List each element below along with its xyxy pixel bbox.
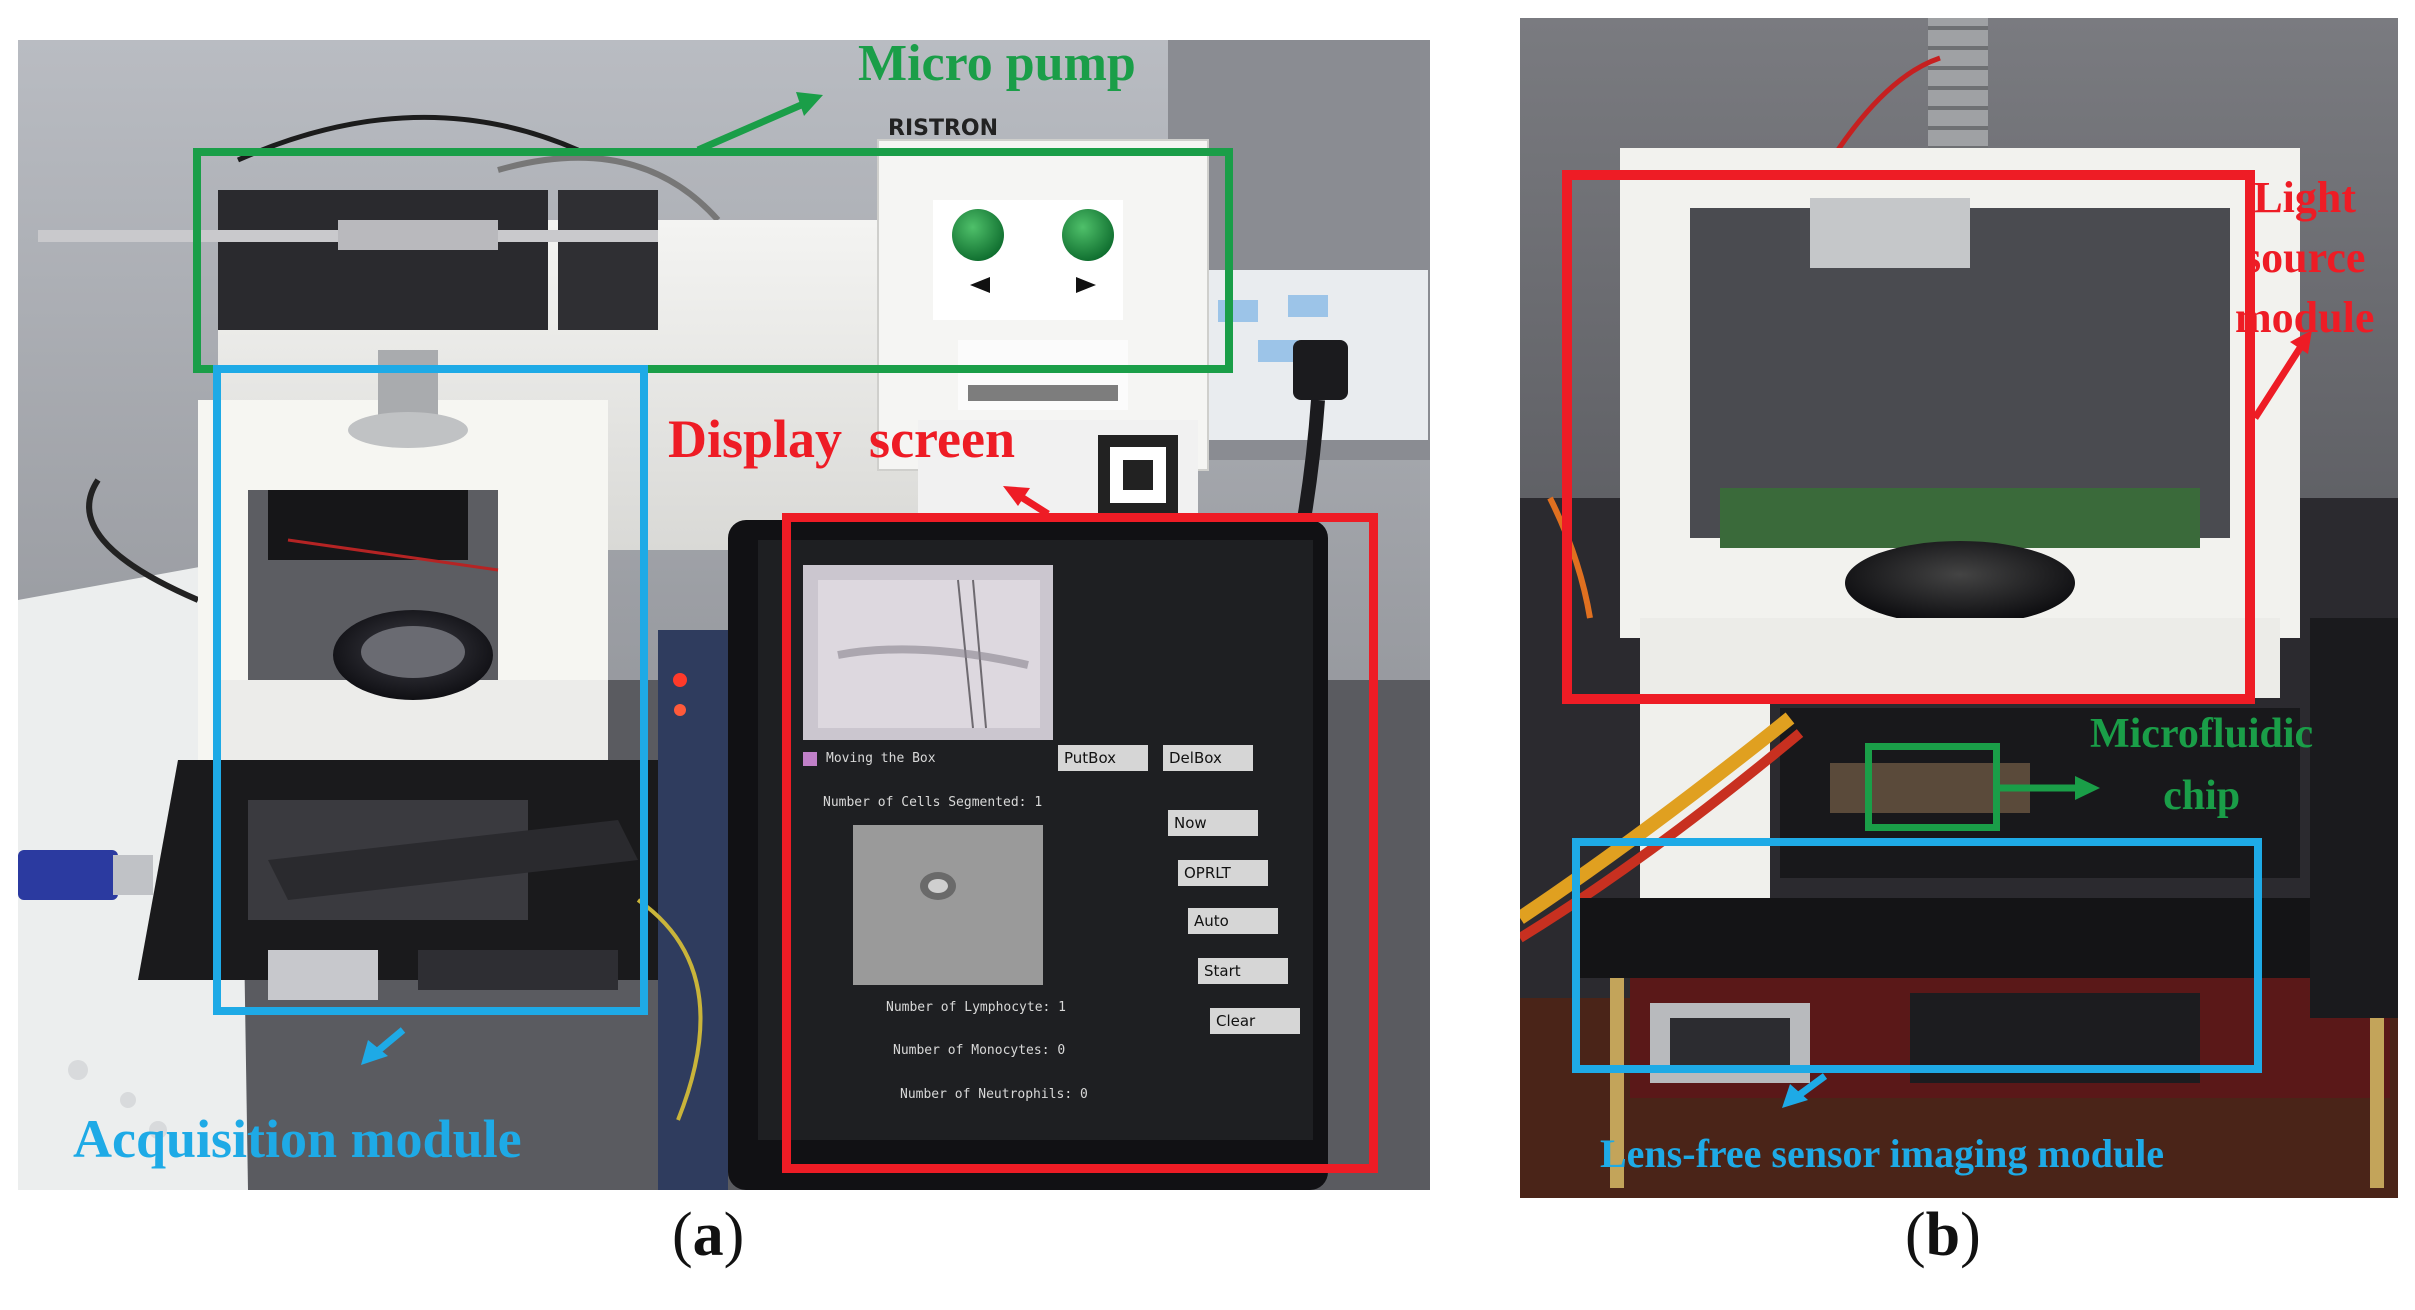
photo-panel-b: Light source module Microfluidic chip Le…	[1520, 18, 2398, 1198]
photo-panel-a: Moving the Box PutBox DelBox Number of C…	[18, 40, 1430, 1190]
delbox-button: DelBox	[1163, 745, 1253, 771]
auto-button: Auto	[1188, 908, 1278, 934]
display-screen-box	[782, 513, 1378, 1173]
acquisition-module-label: Acquisition module	[73, 1109, 522, 1169]
device-brand: RISTRON	[888, 116, 999, 141]
now-button: Now	[1168, 810, 1258, 836]
caption-b-letter: b	[1925, 1201, 1961, 1269]
monocytes-count-text: Number of Monocytes: 0	[893, 1043, 1066, 1058]
micro-pump-label: Micro pump	[858, 40, 1136, 92]
light-source-label: Light source module	[2235, 173, 2375, 342]
annotation-arrows-a	[361, 92, 1050, 1065]
microfluidic-chip-label: Microfluidic chip	[2090, 711, 2314, 819]
caption-a: (a)	[672, 1201, 745, 1269]
checkbox-label: Moving the Box	[826, 751, 936, 766]
microfluidic-chip-box	[1865, 743, 2000, 831]
display-screen-label: Display screen	[668, 409, 1015, 469]
oprlt-button: OPRLT	[1178, 860, 1268, 886]
micro-pump-box	[193, 148, 1233, 373]
device-photo-a	[18, 40, 1430, 1190]
acquisition-module-box	[213, 365, 648, 1015]
cells-segmented-text: Number of Cells Segmented: 1	[823, 795, 1043, 810]
annotation-arrows-b	[1782, 330, 2312, 1108]
caption-b: (b)	[1905, 1201, 1981, 1269]
clear-button: Clear	[1210, 1008, 1300, 1034]
neutrophils-count-text: Number of Neutrophils: 0	[900, 1087, 1088, 1102]
start-button: Start	[1198, 958, 1288, 984]
lens-free-module-box	[1572, 838, 2262, 1073]
caption-a-letter: a	[692, 1201, 724, 1269]
lymphocyte-count-text: Number of Lymphocyte: 1	[886, 1000, 1067, 1015]
lens-free-label: Lens-free sensor imaging module	[1600, 1131, 2165, 1176]
light-source-box	[1562, 170, 2255, 704]
putbox-button: PutBox	[1058, 745, 1148, 771]
